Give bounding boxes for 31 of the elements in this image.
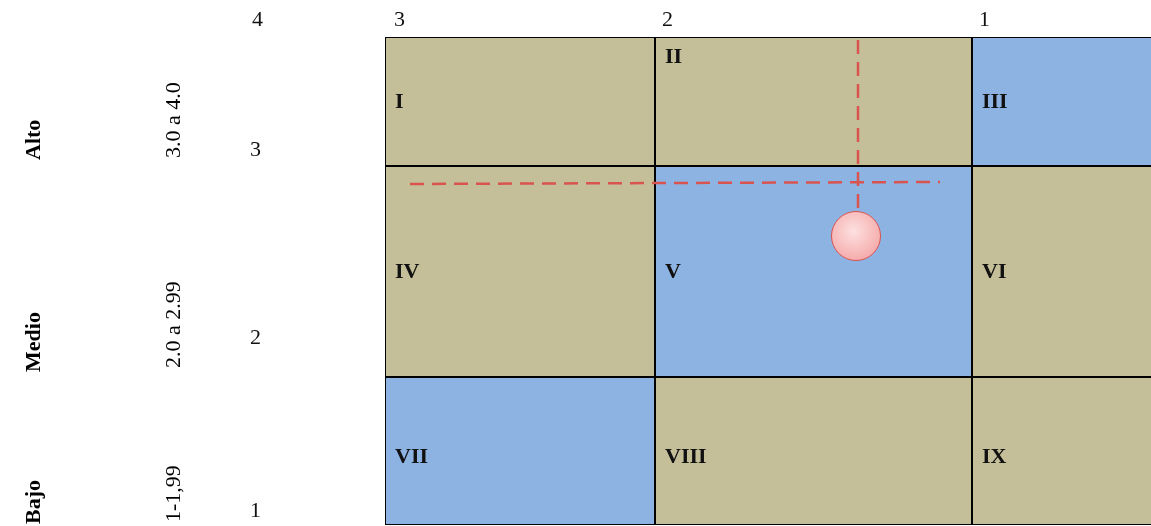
cell-label: VI	[982, 258, 1007, 284]
axis-number: 2	[662, 6, 673, 32]
row-heading: Medio	[20, 312, 46, 372]
axis-number: 4	[252, 6, 263, 32]
range-label: 1-1,99	[160, 465, 186, 522]
matrix-cell	[655, 166, 972, 377]
axis-number: 2	[250, 324, 261, 350]
cell-label: II	[665, 43, 683, 69]
axis-number: 1	[979, 6, 990, 32]
cell-label: III	[982, 88, 1008, 114]
cell-label: VIII	[665, 443, 707, 469]
cell-label: IV	[395, 258, 420, 284]
matrix-cell	[655, 37, 972, 166]
cell-label: IX	[982, 443, 1007, 469]
matrix-cell	[655, 377, 972, 525]
axis-number: 3	[250, 136, 261, 162]
matrix-cell	[972, 37, 1151, 166]
axis-number: 3	[394, 6, 405, 32]
row-heading: Bajo	[20, 480, 46, 524]
cell-label: V	[665, 258, 681, 284]
row-heading: Alto	[20, 119, 46, 160]
matrix-cell	[385, 166, 655, 377]
matrix-cell	[385, 377, 655, 525]
range-label: 3.0 a 4.0	[160, 82, 186, 158]
axis-number: 1	[250, 497, 261, 523]
cell-label: VII	[395, 443, 428, 469]
range-label: 2.0 a 2.99	[160, 281, 186, 368]
matrix-cell	[972, 166, 1151, 377]
matrix-cell	[972, 377, 1151, 525]
cell-label: I	[395, 88, 404, 114]
matrix-cell	[385, 37, 655, 166]
